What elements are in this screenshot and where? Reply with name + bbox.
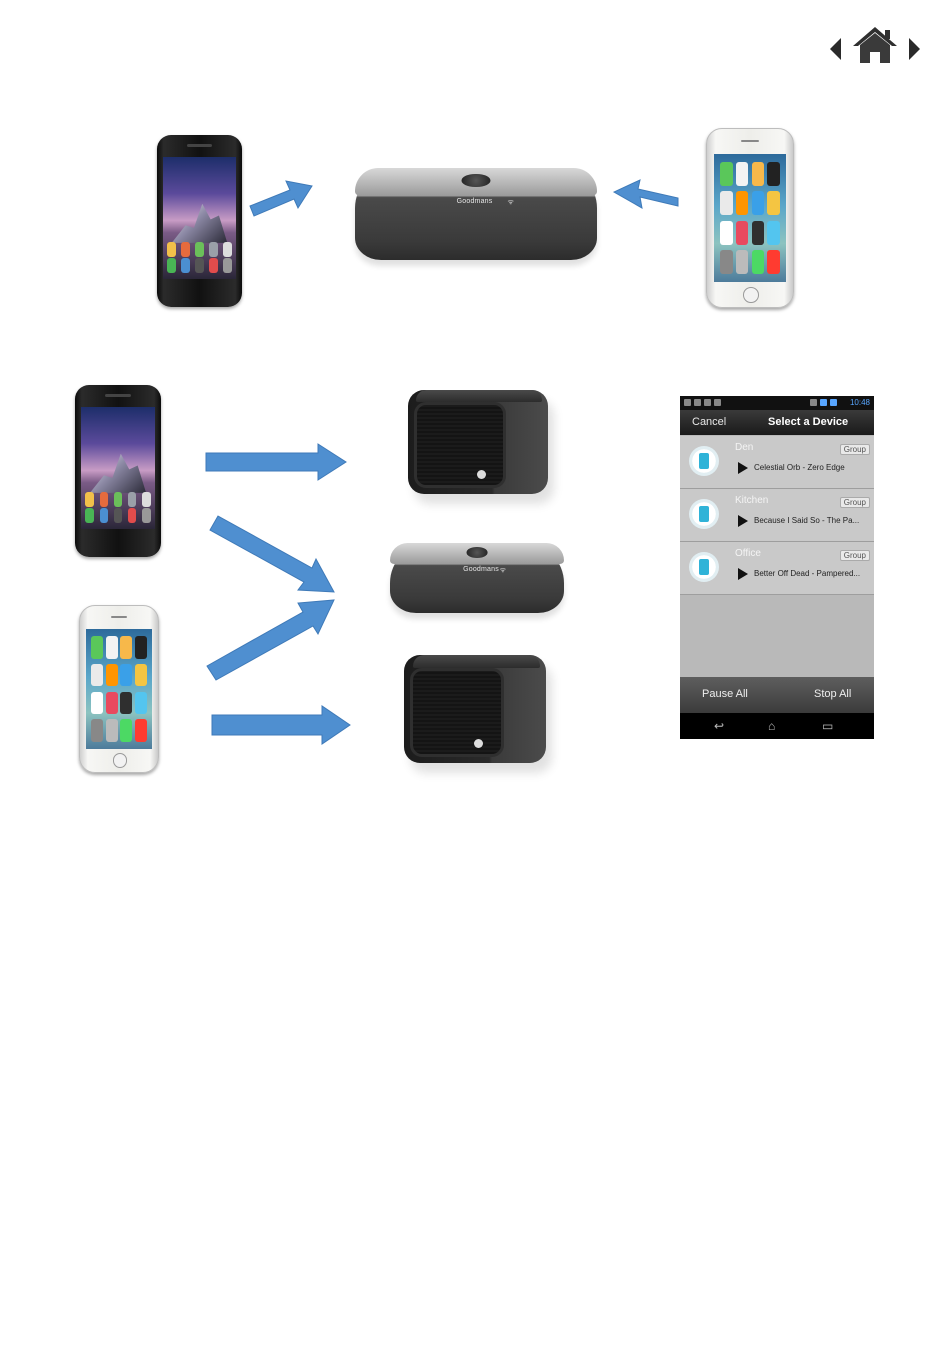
status-time: 10:48 [850,398,870,407]
group-button[interactable]: Group [840,444,870,455]
now-playing-track: Better Off Dead - Pampered... [754,569,870,578]
speaker-device-icon [689,446,719,476]
group-button[interactable]: Group [840,550,870,561]
android-nav-bar: ↩ ⌂ ▭ [680,713,874,739]
speaker-brand-label: Goodmans [457,198,493,205]
iphone-image [79,605,159,773]
battery-icon [830,399,837,406]
arrow-iphone-to-oval-speaker [207,600,334,680]
now-playing-track: Because I Said So - The Pa... [754,516,870,525]
device-row-den[interactable]: Den Group Celestial Orb - Zero Edge [680,436,874,489]
cancel-button[interactable]: Cancel [692,416,726,428]
arrow-android-to-oval-speaker [210,516,334,592]
oval-wireless-speaker: Goodmans ᯤ [355,168,597,260]
stop-all-button[interactable]: Stop All [814,688,851,700]
bluetooth-icon [810,399,817,406]
app-header: Cancel Select a Device [680,410,874,435]
home-icon[interactable]: ⌂ [768,719,775,733]
recent-apps-icon[interactable]: ▭ [822,719,833,733]
arrow-iphone-to-box-speaker-2 [212,706,350,744]
device-name: Den [735,442,753,453]
box-wireless-speaker [404,655,546,763]
wifi-icon [820,399,827,406]
android-phone-image [75,385,161,557]
speaker-device-icon [689,552,719,582]
notification-icon [684,399,691,406]
arrow-android-to-speaker [250,181,312,216]
page-title: Select a Device [768,416,848,428]
notification-icon [714,399,721,406]
speaker-device-icon [689,499,719,529]
group-button[interactable]: Group [840,497,870,508]
speaker-logo-icon [474,739,483,748]
notification-icon [704,399,711,406]
play-icon[interactable] [738,462,748,474]
usb-icon [694,399,701,406]
device-row-office[interactable]: Office Group Better Off Dead - Pampered.… [680,542,874,595]
arrow-iphone-to-speaker [614,180,678,208]
device-row-kitchen[interactable]: Kitchen Group Because I Said So - The Pa… [680,489,874,542]
select-device-app-screen: 10:48 Cancel Select a Device Den Group C… [680,396,874,739]
play-icon[interactable] [738,515,748,527]
iphone-image [706,128,794,308]
now-playing-track: Celestial Orb - Zero Edge [754,463,870,472]
oval-wireless-speaker: Goodmans ᯤ [390,543,564,613]
pause-all-button[interactable]: Pause All [702,688,748,700]
device-name: Kitchen [735,495,768,506]
android-phone-image [157,135,242,307]
speaker-brand-label: Goodmans [463,566,499,573]
arrow-android-to-box-speaker-1 [206,444,346,480]
device-name: Office [735,548,761,559]
back-icon[interactable]: ↩ [714,719,724,733]
play-icon[interactable] [738,568,748,580]
app-footer: Pause All Stop All [680,677,874,713]
wifi-icon: ᯤ [500,566,506,575]
status-bar: 10:48 [680,396,874,410]
box-wireless-speaker [408,390,548,494]
wifi-icon: ᯤ [507,198,513,207]
